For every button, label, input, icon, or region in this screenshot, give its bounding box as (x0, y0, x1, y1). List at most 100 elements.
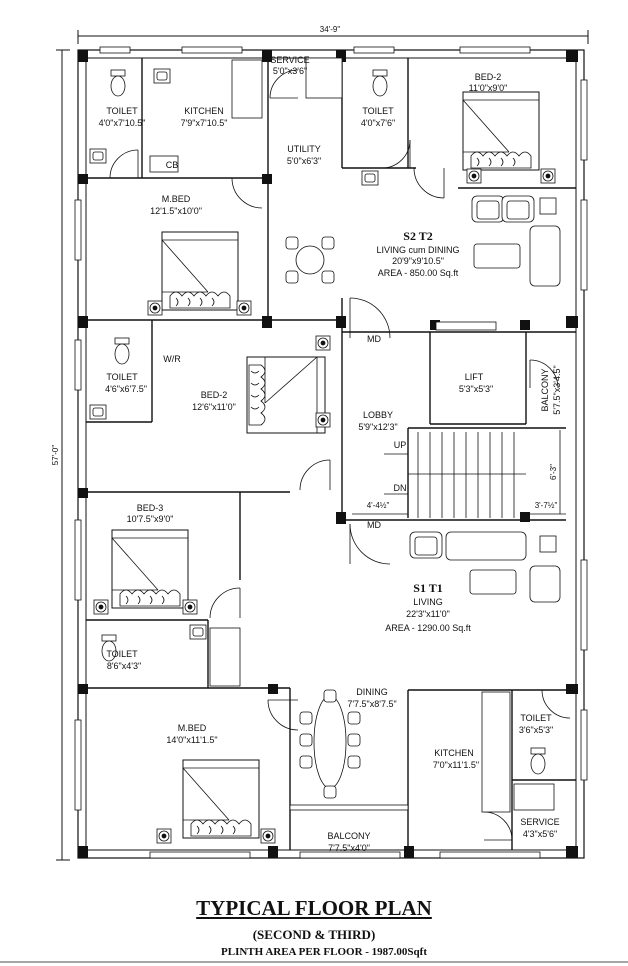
cb: CB (166, 160, 179, 170)
room-text: 10'7.5"x9'0" (127, 514, 174, 524)
room-text: AREA - 1290.00 Sq.ft (385, 623, 471, 633)
stair-dims: 4'-4½" 3'-7½" 6'-3" (367, 464, 558, 510)
plan-subtitle: (SECOND & THIRD) (252, 927, 376, 942)
wc-icon (110, 69, 126, 97)
room-text: S2 T2 (403, 229, 432, 243)
kitchen-2: KITCHEN 7'0"x11'1.5" (433, 748, 479, 770)
plan-title: TYPICAL FLOOR PLAN (0, 896, 628, 921)
room-text: KITCHEN (184, 106, 224, 116)
lobby: LOBBY 5'9"x12'3" (358, 410, 397, 432)
room-text: 3'6"x5'3" (519, 725, 553, 735)
room-text: 3'-7½" (535, 501, 558, 510)
room-text: M.BED (178, 723, 207, 733)
utility: UTILITY 5'0"x6'3" (287, 144, 321, 166)
master-bed-2: M.BED 14'0"x11'1.5" (166, 723, 217, 745)
room-text: 5'3"x5'3" (459, 384, 493, 394)
room-text: 7'7.5"x8'7.5" (347, 699, 396, 709)
room-text: CB (166, 160, 179, 170)
room-text: 4'0"x7'10.5" (99, 118, 146, 128)
room-text: 4'6"x6'7.5" (105, 384, 147, 394)
room-text: BED-2 (201, 390, 228, 400)
overall-depth-dimension: 57'-0" (51, 49, 70, 861)
stair-down: DN (394, 483, 407, 493)
lift: LIFT 5'3"x5'3" (459, 372, 493, 394)
room-text: 4'-4½" (367, 501, 390, 510)
flat-s2t2: S2 T2 LIVING cum DINING 20'9"x9'10.5" AR… (376, 229, 459, 278)
room-text: KITCHEN (434, 748, 474, 758)
room-text: UTILITY (287, 144, 321, 154)
room-text: BED-2 (475, 72, 502, 82)
interior-walls (86, 58, 576, 850)
wc-icon (372, 69, 388, 97)
room-text: 7'0"x11'1.5" (433, 760, 479, 770)
room-text: LIVING cum DINING (376, 245, 459, 255)
room-text: LOBBY (363, 410, 393, 420)
room-text: S1 T1 (413, 581, 442, 595)
bed-2a: BED-211'0"x9'0" (469, 72, 508, 93)
bed-3: BED-310'7.5"x9'0" (127, 503, 174, 524)
master-bed-2-icon (182, 759, 260, 839)
room-text: 8'6"x4'3" (107, 661, 141, 671)
staircase (352, 430, 566, 518)
bed-2b-icon (246, 356, 326, 434)
room-text: 7'7.5"x4'0" (328, 843, 370, 853)
room-text: 5'7.5"x3'4.5" (552, 365, 562, 414)
md-1: MD (367, 334, 381, 344)
room-text: DN (394, 483, 407, 493)
room-text: 11'0"x9'0" (469, 83, 508, 93)
room-text: TOILET (106, 372, 138, 382)
room-text: MD (367, 334, 381, 344)
toilet-4: TOILET 8'6"x4'3" (106, 649, 141, 671)
overall-depth-label: 57'-0" (51, 445, 60, 466)
doors (109, 69, 571, 841)
room-text: 5'0"x6'3" (287, 156, 321, 166)
room-text: M.BED (162, 194, 191, 204)
overall-width-dimension: 34'-9" (77, 25, 589, 44)
dining: DINING 7'7.5"x8'7.5" (347, 687, 396, 709)
md-2: MD (367, 520, 381, 530)
room-text: SERVICE (270, 55, 309, 65)
windows (74, 46, 588, 859)
toilet-1: TOILET 4'0"x7'10.5" (99, 106, 146, 128)
room-text: AREA - 850.00 Sq.ft (378, 268, 459, 278)
room-text: BED-3 (137, 503, 164, 513)
room-text: TOILET (106, 106, 138, 116)
room-text: 6'-3" (549, 464, 558, 480)
toilet-2: TOILET 4'0"x7'6" (361, 106, 395, 128)
stair-up: UP (394, 440, 407, 450)
room-text: TOILET (106, 649, 138, 659)
room-text: 14'0"x11'1.5" (166, 735, 217, 745)
room-text: TOILET (362, 106, 394, 116)
toilet-5: TOILET 3'6"x5'3" (519, 713, 553, 735)
plan-title-text: TYPICAL FLOOR PLAN (196, 896, 432, 920)
bed-3-icon (111, 529, 189, 609)
room-text: UP (394, 440, 407, 450)
room-text: 7'9"x7'10.5" (181, 118, 228, 128)
plinth-area: PLINTH AREA PER FLOOR - 1987.00Sqft (221, 946, 427, 958)
kitchen-1: KITCHEN 7'9"x7'10.5" (181, 106, 228, 128)
toilet-3: TOILET 4'6"x6'7.5" (105, 372, 147, 394)
room-text: 22'3"x11'0" (406, 609, 450, 619)
room-text: LIVING (413, 597, 443, 607)
wr: W/R (163, 354, 181, 364)
bed-2a-icon (462, 91, 540, 171)
wc-icon (530, 747, 546, 775)
room-text: DINING (356, 687, 388, 697)
room-text: MD (367, 520, 381, 530)
room-text: 4'0"x7'6" (361, 118, 395, 128)
room-text: BALCONY (540, 368, 550, 411)
overall-width-label: 34'-9" (320, 25, 341, 34)
room-text: TOILET (520, 713, 552, 723)
room-text: SERVICE (520, 817, 559, 827)
bed-2b: BED-212'6"x11'0" (192, 390, 236, 412)
room-text: 5'9"x12'3" (358, 422, 397, 432)
room-text: W/R (163, 354, 181, 364)
room-text: LIFT (465, 372, 484, 382)
structural-columns (78, 50, 578, 858)
wc-icon (114, 337, 130, 365)
